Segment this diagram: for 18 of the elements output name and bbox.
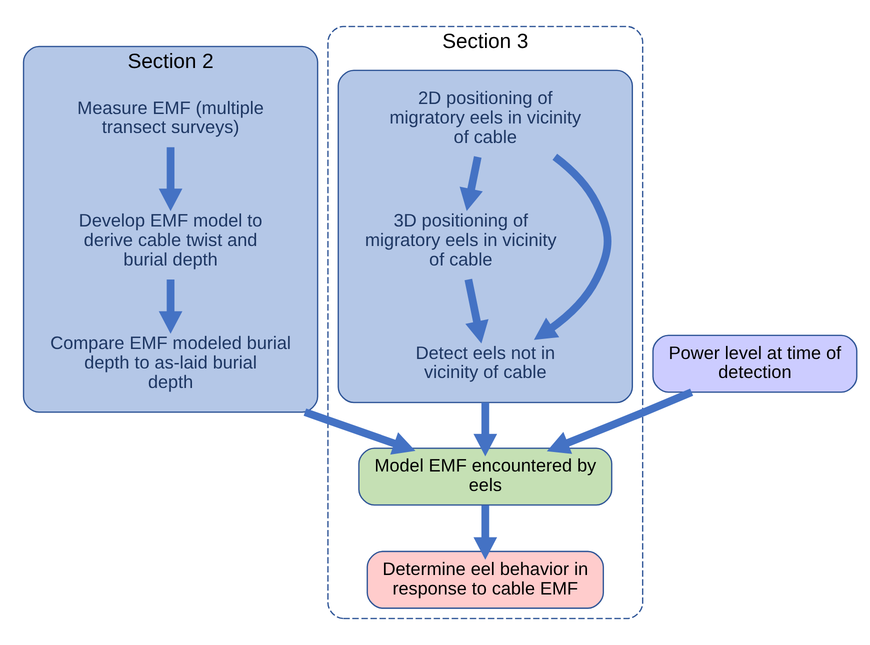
arrow <box>464 278 489 344</box>
arrow <box>534 154 612 340</box>
arrow <box>546 388 694 454</box>
node-box: Determine eel behavior in response to cable EMF <box>366 550 604 609</box>
arrow <box>473 402 498 456</box>
node-box: Model EMF encountered by eels <box>358 448 612 506</box>
node-text: Detect eels not in vicinity of cable <box>416 342 556 382</box>
arrow <box>473 505 498 560</box>
arrow <box>158 147 182 212</box>
node-text: Compare EMF modeled burial depth to as-laid burial depth <box>50 333 291 392</box>
node-text: Measure EMF (multiple transect surveys) <box>77 98 264 138</box>
node-text: Develop EMF model to derive cable twist and burial depth <box>78 210 262 270</box>
node-box: Power level at time of detection <box>652 334 858 393</box>
arrow <box>158 280 182 334</box>
node-text: 3D positioning of migratory eels in vicinity of cable <box>365 210 557 270</box>
arrow <box>460 156 483 212</box>
node-text: 2D positioning of migratory eels in vicinity of cable <box>390 88 582 147</box>
cluster <box>338 70 633 404</box>
